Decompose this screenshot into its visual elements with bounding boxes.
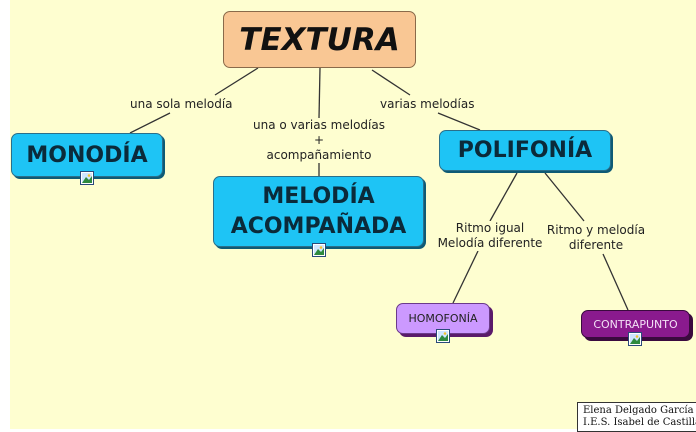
line-ritmo-igual-to-homofonia	[452, 250, 479, 304]
concept-melodia-label-2: ACOMPAÑADA	[230, 213, 407, 239]
link-ritmo-y-melodia-line-2: diferente	[568, 238, 624, 252]
concept-textura-label: TEXTURA	[239, 21, 400, 58]
line-varias-to-polifonia	[437, 112, 481, 131]
link-ritmo-igual-line-1: Ritmo igual	[455, 221, 525, 235]
concept-homofonia-label: HOMOFONÍA	[408, 312, 478, 325]
concept-melodia-label-1: MELODÍA	[262, 183, 375, 209]
concept-contrapunto-label: CONTRAPUNTO	[593, 317, 678, 331]
link-ritmo-y-melodia-line-1: Ritmo y melodía	[546, 223, 646, 237]
link-una-o-varias-line-2: +	[313, 133, 325, 147]
line-polifonia-to-ritmo-igual	[489, 172, 518, 222]
concept-polifonia[interactable]: POLIFONÍA	[439, 130, 611, 171]
line-ritmo-y-melodia-to-contrapunto	[602, 253, 629, 311]
image-icon[interactable]	[312, 243, 326, 257]
author-credit-name: Elena Delgado García	[583, 405, 694, 416]
link-ritmo-igual: Ritmo igual Melodía diferente	[434, 221, 546, 251]
link-ritmo-y-melodia: Ritmo y melodía diferente	[544, 223, 648, 253]
concept-textura[interactable]: TEXTURA	[223, 11, 416, 68]
line-una-sola-to-monodia	[129, 112, 171, 134]
concept-monodia-label: MONODÍA	[26, 142, 148, 168]
image-icon[interactable]	[80, 171, 94, 185]
link-ritmo-igual-line-2: Melodía diferente	[437, 236, 543, 250]
concept-homofonia[interactable]: HOMOFONÍA	[396, 303, 490, 334]
line-root-to-una-sola	[214, 67, 259, 96]
concept-monodia[interactable]: MONODÍA	[11, 133, 163, 177]
link-varias-melodias: varias melodías	[380, 97, 475, 112]
link-una-o-varias-line-3: acompañamiento	[266, 148, 372, 162]
line-root-to-una-o-varias	[318, 67, 321, 119]
image-icon[interactable]	[628, 332, 642, 346]
link-una-sola-melodia: una sola melodía	[130, 97, 233, 112]
image-icon[interactable]	[436, 329, 450, 343]
concept-polifonia-label: POLIFONÍA	[457, 138, 593, 163]
author-credit: Elena Delgado García I.E.S. Isabel de Ca…	[577, 402, 696, 432]
link-una-o-varias-line-1: una o varias melodías	[253, 118, 385, 132]
line-root-to-varias	[371, 69, 411, 96]
author-credit-school: I.E.S. Isabel de Castilla	[583, 417, 696, 428]
link-una-o-varias-melodias: una o varias melodías + acompañamiento	[248, 118, 390, 163]
concept-melodia-acompanada[interactable]: MELODÍA ACOMPAÑADA	[213, 176, 424, 247]
line-polifonia-to-ritmo-y-melodia	[544, 172, 585, 222]
